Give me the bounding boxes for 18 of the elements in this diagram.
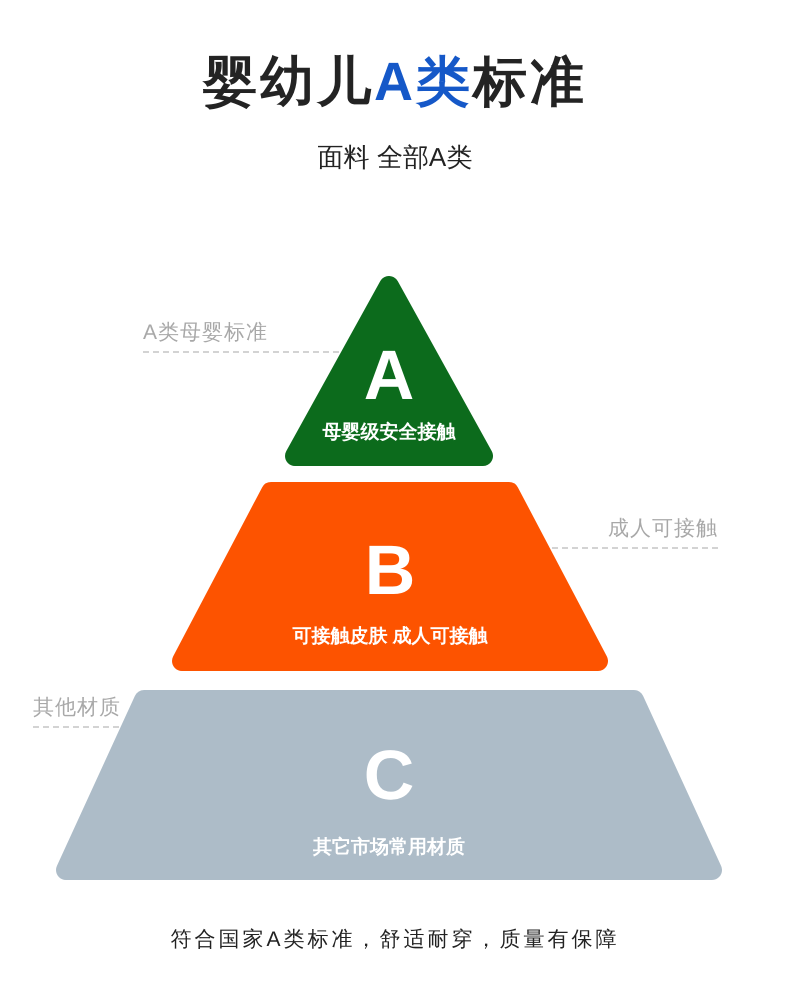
tier-description: 可接触皮肤 成人可接触 (292, 626, 488, 646)
tier-letter: C (364, 740, 414, 810)
tier-letter: B (364, 535, 416, 605)
leader-line (33, 726, 120, 728)
side-label: 其他材质 (33, 695, 121, 727)
side-label: A类母婴标准 (143, 320, 268, 352)
pyramid-middle-tier (172, 482, 608, 671)
side-label: 成人可接触 (608, 516, 718, 548)
subtitle: 面料 全部A类 (318, 141, 472, 173)
leader-line (143, 351, 340, 353)
leader-line (550, 547, 718, 549)
tier-description: 其它市场常用材质 (313, 838, 465, 856)
title: 婴幼儿A类标准 (203, 52, 587, 112)
tier-description: 母婴级安全接触 (322, 422, 456, 442)
pyramid-top-tier (285, 276, 493, 466)
tier-letter: A (364, 340, 414, 410)
pyramid-base-tier (56, 690, 722, 880)
caption: 符合国家A类标准，舒适耐穿，质量有保障 (170, 927, 620, 953)
